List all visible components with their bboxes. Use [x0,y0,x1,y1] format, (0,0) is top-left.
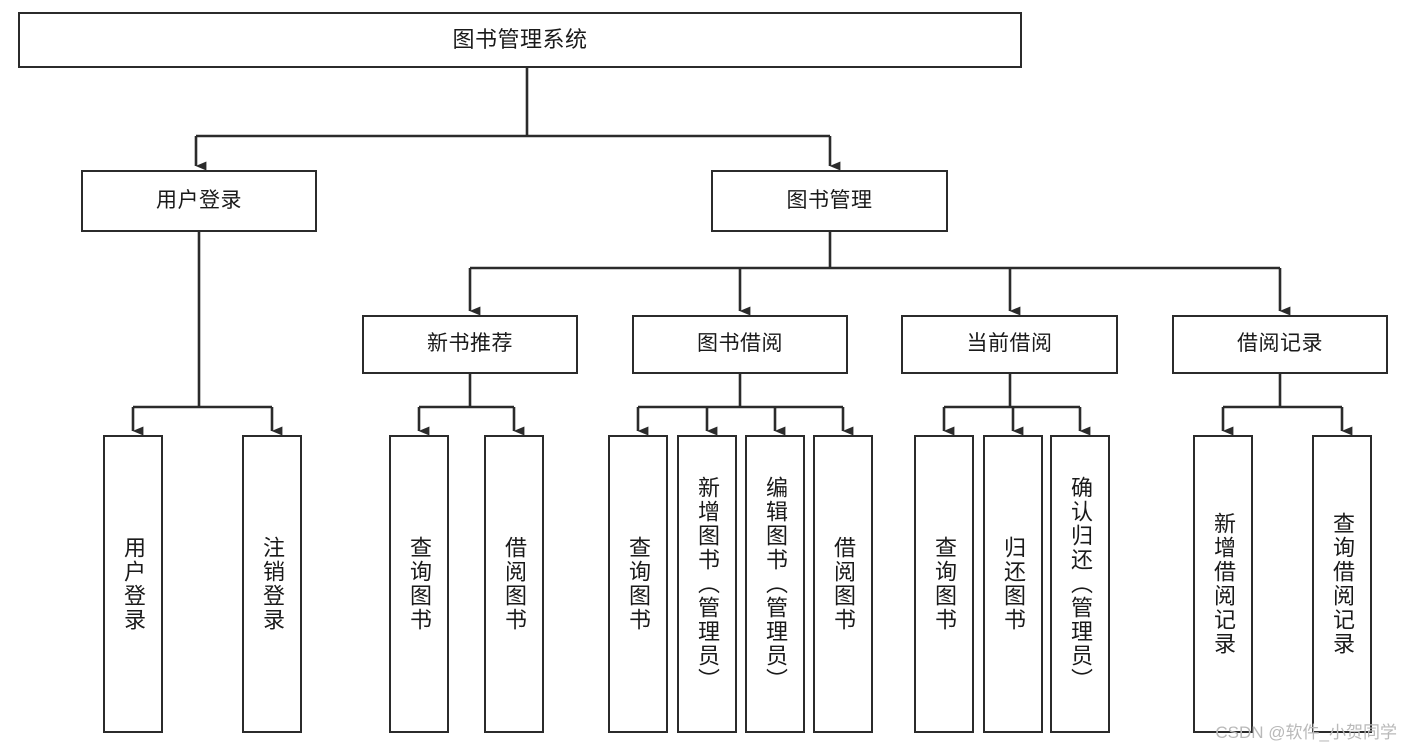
leaf-query-book-borrow[interactable]: 查询图书 [608,435,668,733]
node-label: 查询图书 [406,536,432,632]
node-label: 借阅图书 [501,536,527,632]
node-user-login[interactable]: 用户登录 [81,170,317,232]
node-book-management[interactable]: 图书管理 [711,170,948,232]
leaf-query-book-recommend[interactable]: 查询图书 [389,435,449,733]
node-label: 借阅图书 [830,536,856,632]
leaf-query-book-current[interactable]: 查询图书 [914,435,974,733]
node-label: 图书管理 [786,188,873,212]
leaf-borrow-book-recommend[interactable]: 借阅图书 [484,435,544,733]
node-label: 确认归还（管理员） [1067,476,1093,692]
node-label: 借阅记录 [1237,332,1323,356]
leaf-logout[interactable]: 注销登录 [242,435,302,733]
node-label: 用户登录 [120,536,146,632]
leaf-borrow-book[interactable]: 借阅图书 [813,435,873,733]
node-label: 编辑图书（管理员） [762,476,788,692]
node-label: 注销登录 [259,536,285,632]
node-label: 新书推荐 [427,332,513,356]
node-label: 新增图书（管理员） [694,476,720,692]
leaf-edit-book-admin[interactable]: 编辑图书（管理员） [745,435,805,733]
node-label: 查询借阅记录 [1329,512,1355,656]
leaf-add-borrow-record[interactable]: 新增借阅记录 [1193,435,1253,733]
node-label: 查询图书 [625,536,651,632]
leaf-user-login[interactable]: 用户登录 [103,435,163,733]
leaf-query-borrow-record[interactable]: 查询借阅记录 [1312,435,1372,733]
node-current-borrow[interactable]: 当前借阅 [901,315,1118,374]
node-root-system[interactable]: 图书管理系统 [18,12,1022,68]
leaf-return-book[interactable]: 归还图书 [983,435,1043,733]
leaf-add-book-admin[interactable]: 新增图书（管理员） [677,435,737,733]
node-new-book-recommend[interactable]: 新书推荐 [362,315,578,374]
watermark: CSDN @软件_小贺同学 [1215,723,1397,742]
leaf-confirm-return-admin[interactable]: 确认归还（管理员） [1050,435,1110,733]
node-label: 新增借阅记录 [1210,512,1236,656]
node-book-borrow[interactable]: 图书借阅 [632,315,848,374]
node-label: 图书管理系统 [452,27,588,53]
node-label: 归还图书 [1000,536,1026,632]
node-label: 当前借阅 [966,332,1053,356]
node-label: 用户登录 [156,188,242,212]
node-borrow-record[interactable]: 借阅记录 [1172,315,1388,374]
node-label: 查询图书 [931,536,957,632]
node-label: 图书借阅 [697,332,783,356]
